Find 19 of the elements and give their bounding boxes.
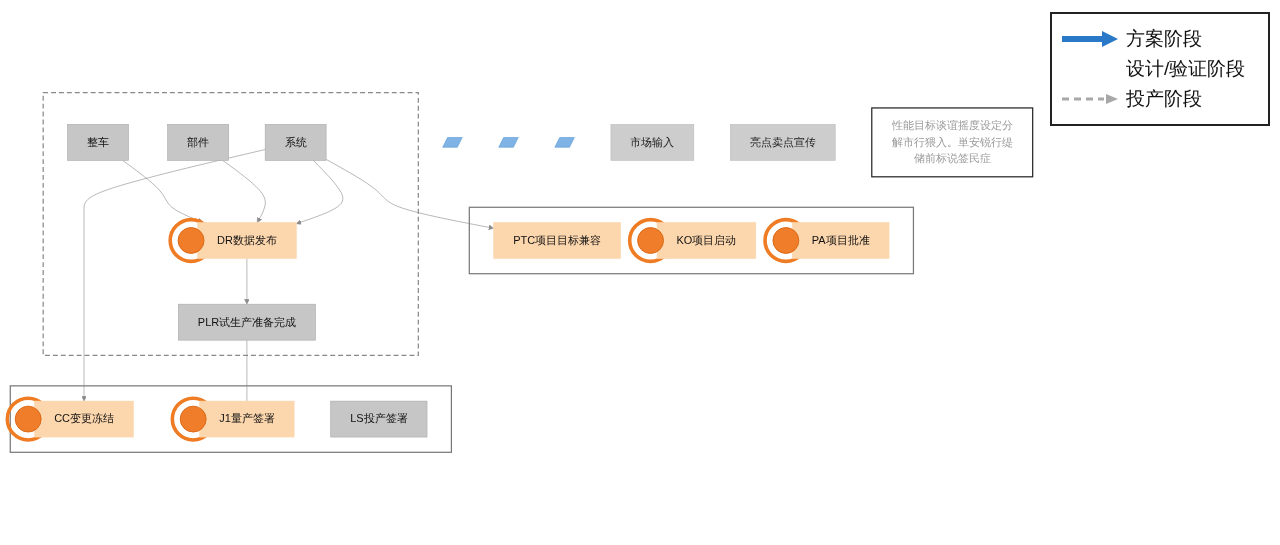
cluster bbox=[42, 92, 419, 356]
node-box: 部件 bbox=[167, 124, 229, 161]
legend-text: 方案阶段 bbox=[1126, 27, 1202, 51]
node-box: 整车 bbox=[67, 124, 129, 161]
node-box: 亮点卖点宣传 bbox=[730, 124, 836, 161]
node-bar bbox=[442, 137, 463, 148]
node-box: PTC项目目标兼容 bbox=[493, 222, 621, 259]
connector bbox=[246, 339, 248, 402]
node-box: 性能目标谈谊摇度设定分解市行猥入。単安锐行缇储前标说签民症 bbox=[871, 107, 1034, 178]
node-bar bbox=[498, 137, 519, 148]
legend-text: 投产阶段 bbox=[1126, 87, 1202, 111]
legend-text: 设计/验证阶段 bbox=[1126, 57, 1246, 81]
node-box: 系统 bbox=[264, 124, 327, 161]
node-bar bbox=[554, 137, 575, 148]
node-box: PLR试生产准备完成 bbox=[178, 303, 316, 341]
cluster bbox=[468, 206, 915, 275]
node-box: 市场输入 bbox=[610, 124, 695, 161]
node-box: LS投产签署 bbox=[330, 400, 428, 438]
cluster bbox=[9, 385, 453, 453]
